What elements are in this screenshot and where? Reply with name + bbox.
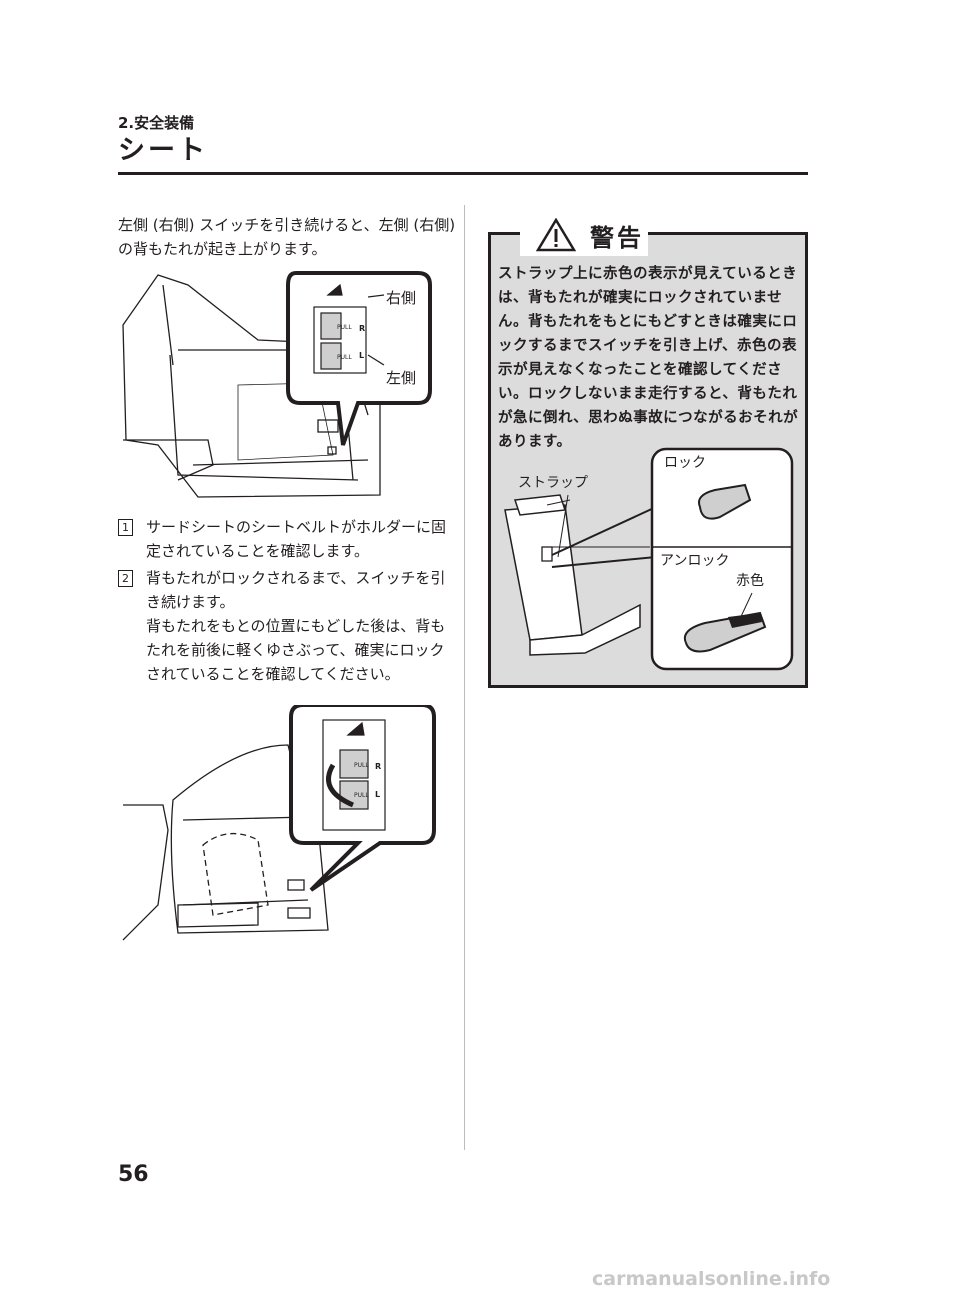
switch-l-label-2: L — [375, 790, 380, 799]
lock-label: ロック — [664, 455, 706, 471]
cargo-switch-figure-2: PULL PULL R L — [122, 705, 436, 941]
strap-lock-figure: ストラップ ロック アンロック 赤色 — [504, 447, 794, 671]
watermark: carmanualsonline.info — [592, 1268, 831, 1290]
switch-r-label: R — [359, 324, 365, 333]
pull-label-lower-2: PULL — [354, 792, 369, 799]
step-1-number: 1 — [118, 519, 133, 536]
step-1-text: サードシートのシートベルトがホルダーに固定されていることを確認します。 — [146, 518, 447, 560]
step-2-number: 2 — [118, 570, 133, 587]
right-side-label: 右側 — [386, 289, 416, 307]
warning-text: ストラップ上に赤色の表示が見えているときは、背もたれが確実にロックされていません… — [498, 266, 799, 450]
switch-r-label-2: R — [375, 762, 381, 771]
switch-l-label: L — [359, 351, 364, 360]
step-1: 1 サードシートのシートベルトがホルダーに固定されていることを確認します。 — [118, 515, 458, 563]
pull-label-upper: PULL — [337, 324, 352, 331]
pull-label-upper-2: PULL — [354, 762, 369, 769]
warning-title: 警告 — [590, 224, 644, 252]
step-2: 2 背もたれがロックされるまで、スイッチを引き続けます。 背もたれをもとの位置に… — [118, 566, 458, 686]
intro-paragraph: 左側 (右側) スイッチを引き続けると、左側 (右側) の背もたれが起き上がりま… — [118, 216, 456, 258]
page-title: シート — [118, 135, 208, 166]
strap-label: ストラップ — [518, 475, 588, 491]
unlock-label: アンロック — [660, 553, 729, 569]
page-number: 56 — [118, 1162, 149, 1187]
header-rule — [118, 172, 808, 175]
red-color-label: 赤色 — [736, 572, 764, 589]
pull-label-lower: PULL — [337, 354, 352, 361]
cargo-switch-figure-1: PULL PULL R L 右側 左側 — [122, 271, 432, 498]
column-divider — [464, 205, 465, 1150]
chapter-label: 2.安全装備 — [118, 114, 195, 132]
left-side-label: 左側 — [386, 369, 416, 387]
step-2-text: 背もたれがロックされるまで、スイッチを引き続けます。 背もたれをもとの位置にもど… — [146, 569, 446, 683]
warning-triangle-icon — [536, 218, 576, 252]
